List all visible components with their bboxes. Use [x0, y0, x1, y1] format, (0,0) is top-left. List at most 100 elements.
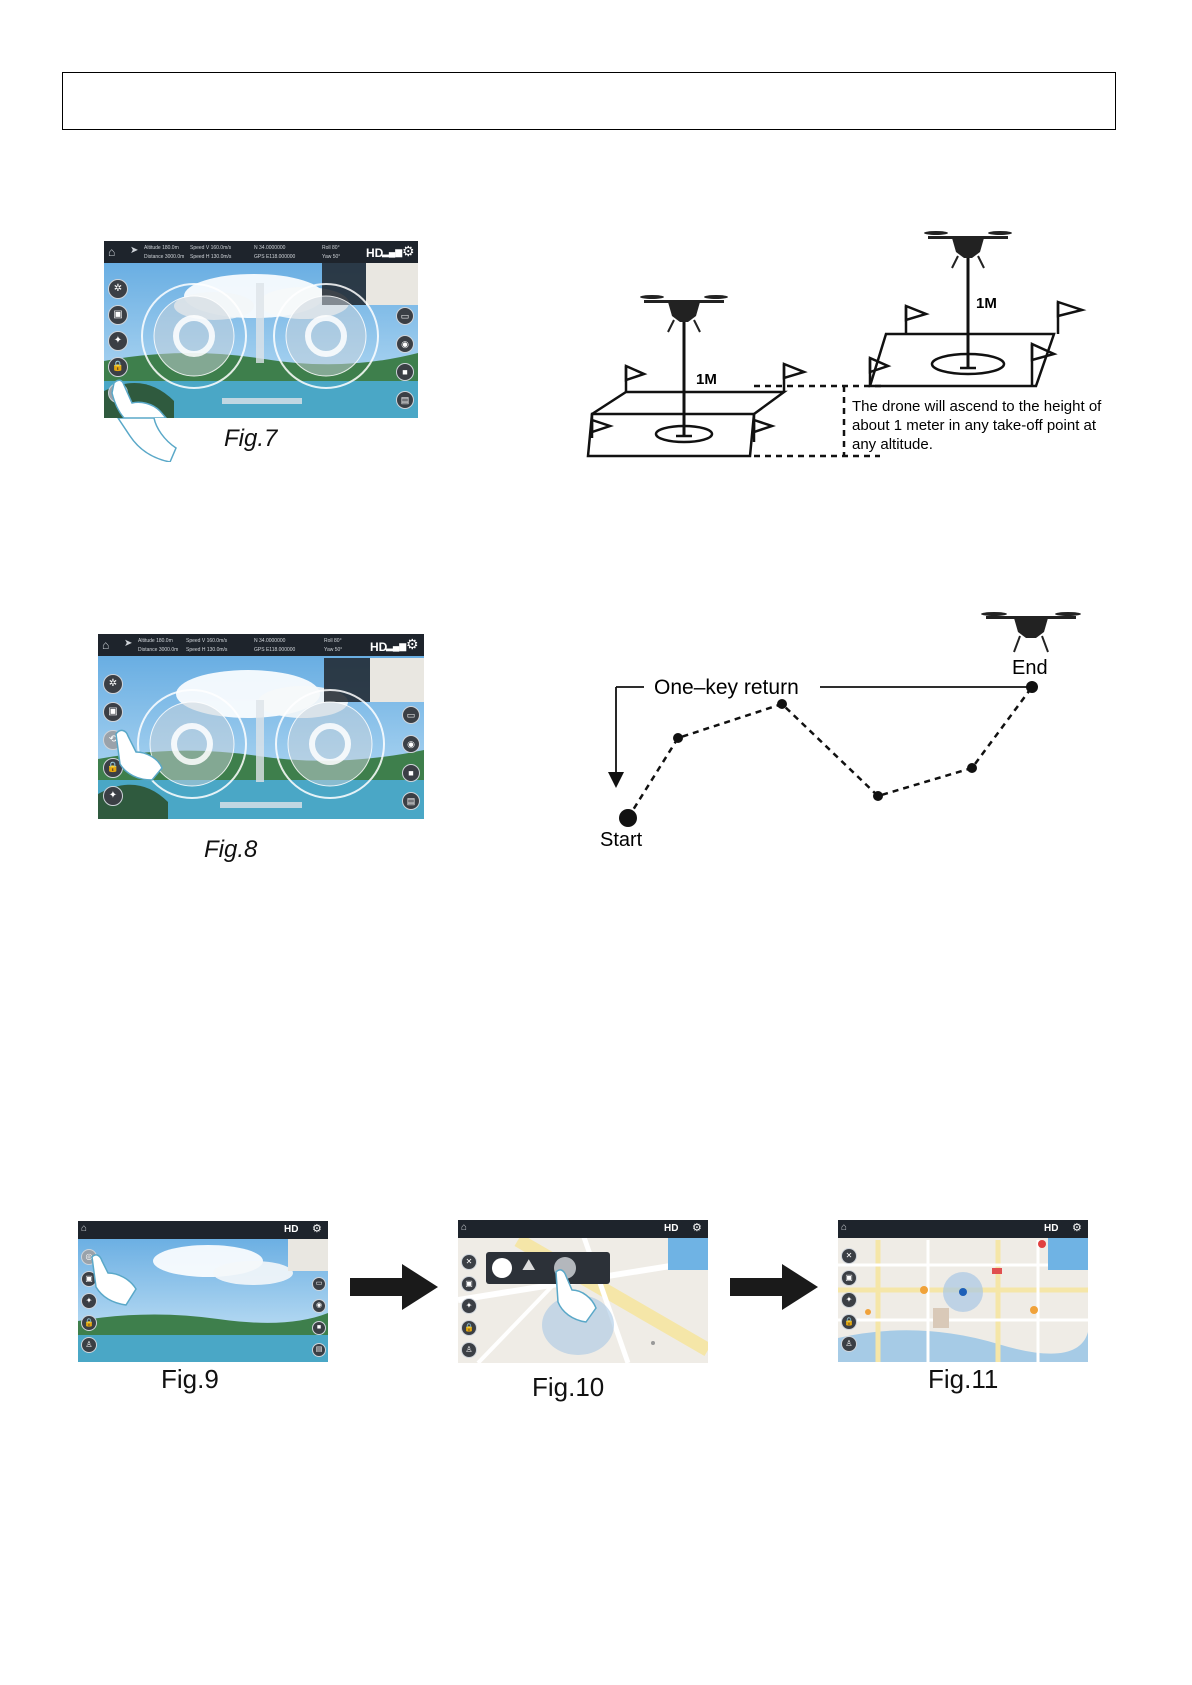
fig8-app-screenshot: ⌂ ➤ Altitude 180.0m Distance 3000.0m Spe… — [98, 634, 424, 819]
fig11-app-screenshot: ⌂ HD ⚙ ✕ ▣ ✦ 🔒 ♙ — [838, 1220, 1088, 1362]
fig7-app-screenshot: ⌂ ➤ Altitude 180.0m Distance 3000.0m Spe… — [104, 241, 418, 418]
fig10-map-waypoint-icon[interactable]: ⛰ — [522, 1257, 536, 1274]
fig10-mode-menu: ⛰ — [486, 1252, 610, 1284]
yaw-text: Yaw 50° — [324, 647, 343, 653]
fig10-circle-mode-button[interactable] — [492, 1258, 512, 1278]
fig10-close-icon[interactable]: ✕ — [461, 1254, 477, 1270]
fig10-person-icon[interactable]: ♙ — [461, 1342, 477, 1358]
height-label-right: 1M — [976, 295, 997, 312]
fig7-lock-icon[interactable]: 🔒 — [108, 357, 128, 377]
fig7-joysticks[interactable] — [104, 241, 418, 418]
fig11-camera-preview[interactable] — [1048, 1238, 1088, 1270]
fig9-gallery-icon[interactable]: ▤ — [312, 1343, 326, 1357]
gear-icon[interactable]: ⚙ — [312, 1223, 322, 1235]
fig10-hand-pointer-icon — [555, 1269, 597, 1323]
fig11-map-background — [838, 1220, 1088, 1362]
gear-icon[interactable]: ⚙ — [406, 636, 419, 652]
drone-left-icon — [640, 295, 728, 333]
fig7-minimap[interactable] — [366, 263, 418, 305]
roll-text: Roll 80° — [324, 638, 342, 644]
home-icon[interactable]: ⌂ — [108, 245, 116, 259]
fig11-gamepad-icon[interactable]: ▣ — [841, 1270, 857, 1286]
home-icon[interactable]: ⌂ — [81, 1223, 88, 1234]
fig8-telemetry-panel — [324, 658, 370, 702]
altitude-text: Altitude 180.0m — [144, 245, 179, 251]
gear-icon[interactable]: ⚙ — [402, 243, 415, 259]
fig10-map-background — [458, 1220, 708, 1363]
fig11-close-icon[interactable]: ✕ — [841, 1248, 857, 1264]
fig11-cancel-icon[interactable] — [1038, 1240, 1046, 1248]
home-icon[interactable]: ⌂ — [102, 638, 110, 652]
fig8-gamepad-icon[interactable]: ▣ — [103, 702, 123, 722]
speed-v-text: Speed V 160.0m/s — [190, 245, 232, 251]
fig9-caption: Fig.9 — [161, 1364, 219, 1394]
fig7-gallery-icon[interactable]: ▤ — [396, 391, 414, 409]
fig8-headless-icon[interactable]: ✦ — [103, 786, 123, 806]
home-icon[interactable]: ⌂ — [461, 1222, 468, 1233]
distance-text: Distance 3000.0m — [144, 254, 185, 260]
fig11-lock-icon[interactable]: 🔒 — [841, 1314, 857, 1330]
fig10-headless-icon[interactable]: ✦ — [461, 1298, 477, 1314]
fig7-camera-icon[interactable]: ◉ — [396, 335, 414, 353]
fig10-app-screenshot: ⌂ HD ⚙ ⛰ ✕ ▣ ✦ 🔒 ♙ — [458, 1220, 708, 1363]
next-arrow-icon — [350, 1264, 438, 1310]
gps-text: GPS E118.000000 — [254, 647, 296, 653]
altitude-text: Altitude 180.0m — [138, 638, 173, 644]
fig9-vr-icon[interactable]: ▭ — [312, 1277, 326, 1291]
gear-icon[interactable]: ⚙ — [692, 1222, 702, 1234]
fig9-video-icon[interactable]: ■ — [312, 1321, 326, 1335]
fig8-camera-icon[interactable]: ◉ — [402, 735, 420, 753]
fig11-status-bar: ⌂ HD ⚙ — [838, 1220, 1088, 1238]
fig10-camera-preview[interactable] — [668, 1238, 708, 1270]
fig9-headless-icon[interactable]: ✦ — [81, 1293, 97, 1309]
hd-label: HD — [284, 1224, 299, 1235]
yaw-text: Yaw 50° — [322, 254, 341, 260]
hd-label: HD — [1044, 1223, 1059, 1234]
takeoff-note: The drone will ascend to the height of a… — [852, 397, 1101, 454]
start-label: Start — [600, 829, 643, 851]
signal-icon: ▂▄▆ — [382, 247, 403, 257]
fig10-gamepad-icon[interactable]: ▣ — [461, 1276, 477, 1292]
fig8-gyro-icon[interactable]: ✲ — [103, 674, 123, 694]
roll-text: Roll 80° — [322, 245, 340, 251]
takeoff-note-line-3: any altitude. — [852, 436, 933, 453]
coord-text: N 34.0000000 — [254, 638, 286, 644]
next-arrow-icon — [730, 1264, 818, 1310]
fig9-lock-icon[interactable]: 🔒 — [81, 1315, 97, 1331]
fig8-minimap[interactable] — [370, 658, 424, 702]
fig7-gyro-icon[interactable]: ✲ — [108, 279, 128, 299]
fig8-joysticks[interactable] — [98, 634, 424, 819]
location-arrow-icon: ➤ — [130, 245, 139, 256]
drone-right-icon — [924, 231, 1012, 269]
fig8-gallery-icon[interactable]: ▤ — [402, 792, 420, 810]
fig8-video-icon[interactable]: ■ — [402, 764, 420, 782]
fig7-status-bar: ⌂ ➤ Altitude 180.0m Distance 3000.0m Spe… — [104, 241, 418, 263]
gear-icon[interactable]: ⚙ — [1072, 1222, 1082, 1234]
hd-label: HD — [370, 640, 388, 654]
gps-text: GPS E118.000000 — [254, 254, 296, 260]
fig7-vr-icon[interactable]: ▭ — [396, 307, 414, 325]
fig8-status-bar: ⌂ ➤ Altitude 180.0m Distance 3000.0m Spe… — [98, 634, 424, 656]
speed-h-text: Speed H 130.0m/s — [186, 647, 228, 653]
fig8-caption: Fig.8 — [204, 836, 258, 863]
speed-h-text: Speed H 130.0m/s — [190, 254, 232, 260]
fig7-gamepad-icon[interactable]: ▣ — [108, 305, 128, 325]
fig9-hand-pointer-icon — [91, 1254, 137, 1306]
fig7-video-icon[interactable]: ■ — [396, 363, 414, 381]
drone-end-icon — [981, 612, 1081, 653]
header-box — [62, 72, 1116, 130]
speed-v-text: Speed V 160.0m/s — [186, 638, 228, 644]
fig7-headless-icon[interactable]: ✦ — [108, 331, 128, 351]
fig9-minimap[interactable] — [288, 1239, 328, 1271]
fig11-headless-icon[interactable]: ✦ — [841, 1292, 857, 1308]
location-arrow-icon: ➤ — [124, 638, 133, 649]
fig11-person-icon[interactable]: ♙ — [841, 1336, 857, 1352]
fig8-vr-icon[interactable]: ▭ — [402, 706, 420, 724]
takeoff-note-line-1: The drone will ascend to the height of — [852, 398, 1102, 415]
home-icon[interactable]: ⌂ — [841, 1222, 848, 1233]
fig9-person-icon[interactable]: ♙ — [81, 1337, 97, 1353]
fig9-camera-icon[interactable]: ◉ — [312, 1299, 326, 1313]
fig11-caption: Fig.11 — [928, 1364, 999, 1394]
fig10-lock-icon[interactable]: 🔒 — [461, 1320, 477, 1336]
signal-icon: ▂▄▆ — [386, 641, 407, 651]
